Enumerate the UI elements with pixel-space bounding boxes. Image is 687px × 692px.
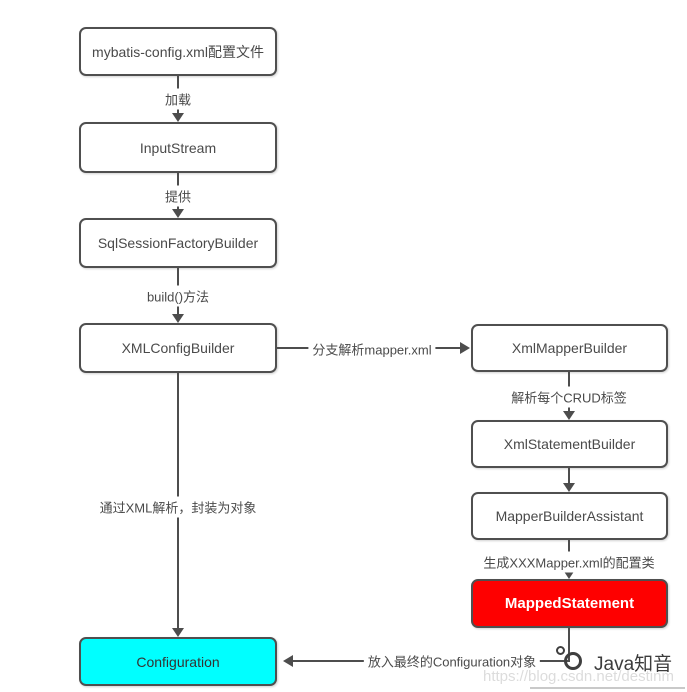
edge-label-load: 加载 <box>160 88 196 110</box>
connector-line <box>568 628 570 662</box>
edge-label-branch-parse-mapper: 分支解析mapper.xml <box>308 338 436 360</box>
arrowhead-down-icon <box>172 209 184 218</box>
watermark-url: https://blog.csdn.net/destinm <box>483 668 674 685</box>
watermark-underline <box>530 687 685 689</box>
arrowhead-down-icon <box>172 314 184 323</box>
arrowhead-left-icon <box>283 655 293 667</box>
edge-label-put-into-configuration: 放入最终的Configuration对象 <box>363 650 541 672</box>
node-sql-session-factory-builder: SqlSessionFactoryBuilder <box>79 218 277 268</box>
edge-label-parse-xml-wrap: 通过XML解析，封装为对象 <box>95 496 261 518</box>
node-input-stream: InputStream <box>79 122 277 173</box>
java-zhiyin-logo-icon <box>552 646 590 676</box>
arrowhead-down-icon <box>563 570 575 579</box>
node-xml-statement-builder: XmlStatementBuilder <box>471 420 668 468</box>
arrowhead-down-icon <box>172 113 184 122</box>
watermark-brand: Java知音 <box>594 654 673 675</box>
node-xml-config-builder: XMLConfigBuilder <box>79 323 277 373</box>
node-mybatis-config-xml: mybatis-config.xml配置文件 <box>79 27 277 76</box>
arrowhead-right-icon <box>460 342 470 354</box>
edge-label-generate-config: 生成XXXMapper.xml的配置类 <box>479 551 659 573</box>
node-configuration: Configuration <box>79 637 277 686</box>
logo-dot-icon <box>556 646 565 655</box>
node-mapped-statement: MappedStatement <box>471 579 668 628</box>
arrowhead-down-icon <box>563 411 575 420</box>
edge-label-build-method: build()方法 <box>142 285 214 307</box>
arrowhead-down-icon <box>172 628 184 637</box>
logo-ring-icon <box>564 652 582 670</box>
arrowhead-down-icon <box>563 483 575 492</box>
connector-line <box>568 468 570 483</box>
node-mapper-builder-assistant: MapperBuilderAssistant <box>471 492 668 540</box>
edge-label-parse-crud: 解析每个CRUD标签 <box>507 386 631 408</box>
node-xml-mapper-builder: XmlMapperBuilder <box>471 324 668 372</box>
edge-label-provide: 提供 <box>160 185 196 207</box>
